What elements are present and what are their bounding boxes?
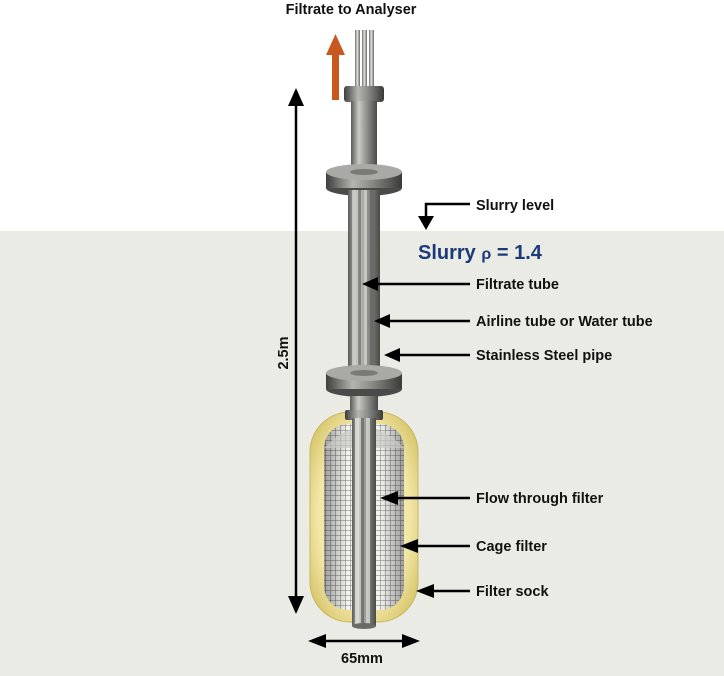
label-filter-sock: Filter sock [476,584,549,600]
label-cage-filter: Cage filter [476,539,547,555]
callout-filtrate-tube: Filtrate tube [362,277,559,293]
height-label: 2.5m [276,336,292,369]
title-filtrate-to-analyser: Filtrate to Analyser [286,2,417,18]
slurry-level-callout: Slurry level [418,198,554,230]
top-tubes [355,30,374,90]
height-dimension: 2.5m [276,88,304,614]
flow-direction-arrow [326,34,345,100]
label-stainless-pipe: Stainless Steel pipe [476,348,612,364]
label-filtrate-tube: Filtrate tube [476,277,559,293]
callout-stainless-pipe: Stainless Steel pipe [384,348,612,364]
callout-flow-filter: Flow through filter [380,491,604,507]
upper-flange [326,164,402,196]
top-collar [344,86,384,173]
width-dimension: 65mm [308,634,420,667]
callout-cage-filter: Cage filter [400,539,547,555]
lower-flange [326,365,402,397]
flow-through-filter-tubes [352,418,376,629]
callout-airline-tube: Airline tube or Water tube [374,314,653,330]
slurry-density-label: Slurry ρ = 1.4 [418,242,543,264]
label-flow-filter: Flow through filter [476,491,604,507]
width-label: 65mm [341,651,383,667]
filter-neck [345,396,383,420]
slurry-level-label: Slurry level [476,198,554,214]
callout-filter-sock: Filter sock [416,584,549,600]
label-airline-tube: Airline tube or Water tube [476,314,653,330]
